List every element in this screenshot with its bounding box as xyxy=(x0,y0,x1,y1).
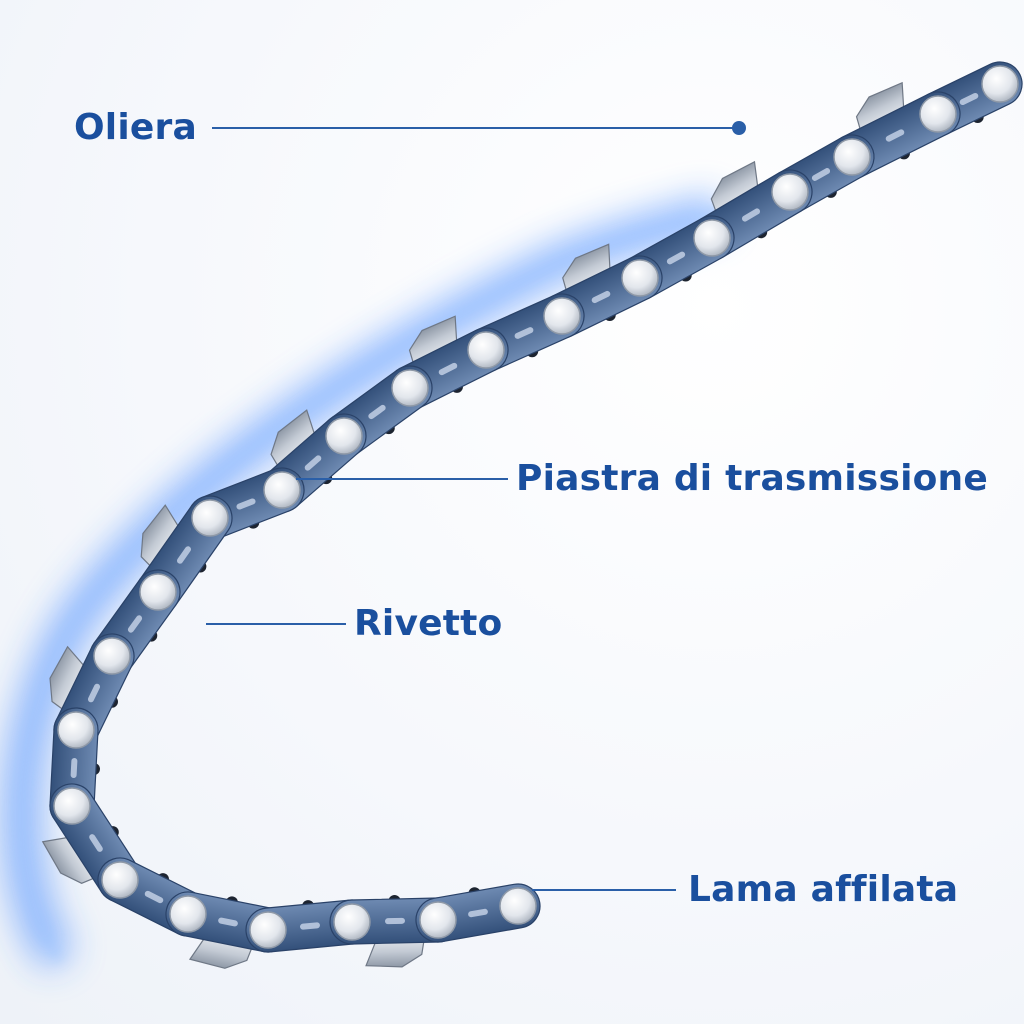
rivet xyxy=(833,138,871,176)
rivet xyxy=(93,637,131,675)
rivet xyxy=(543,297,581,335)
rivet xyxy=(467,331,505,369)
label-piastra-di-trasmissione: Piastra di trasmissione xyxy=(516,458,988,499)
rivet xyxy=(57,711,95,749)
rivet xyxy=(771,173,809,211)
rivet xyxy=(919,95,957,133)
label-lama-affilata: Lama affilata xyxy=(688,869,959,910)
label-rivetto: Rivetto xyxy=(354,603,503,644)
leader-lines xyxy=(206,121,746,891)
label-oliera: Oliera xyxy=(74,107,197,148)
rivet xyxy=(263,471,301,509)
glow-highlight xyxy=(17,206,722,963)
rivet xyxy=(391,369,429,407)
rivet xyxy=(333,903,371,941)
rivet xyxy=(499,887,537,925)
rivet xyxy=(693,219,731,257)
leader-dot-oliera xyxy=(732,121,746,135)
rivet xyxy=(169,895,207,933)
rivet xyxy=(101,861,139,899)
glow-stroke xyxy=(3,193,729,971)
rivet xyxy=(53,787,91,825)
rivet xyxy=(249,911,287,949)
rivet xyxy=(325,417,363,455)
rivet xyxy=(419,901,457,939)
rivet xyxy=(981,65,1019,103)
rivet xyxy=(621,259,659,297)
rivet xyxy=(139,573,177,611)
rivets xyxy=(53,65,1019,949)
blue-glow xyxy=(3,193,729,971)
rivet xyxy=(191,499,229,537)
